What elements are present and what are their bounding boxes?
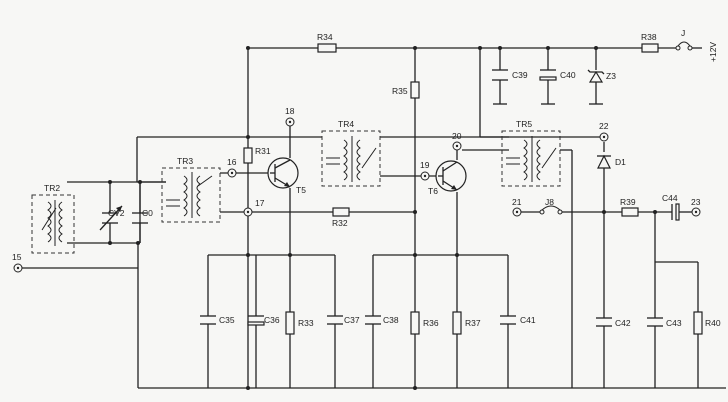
- label-c37: C37: [344, 315, 360, 325]
- label-c42: C42: [615, 318, 631, 328]
- label-c39: C39: [512, 70, 528, 80]
- transformer-tr3: [161, 167, 221, 223]
- label-tr3: TR3: [177, 156, 193, 166]
- label-cv2: CV2: [108, 208, 125, 218]
- r38-body: [641, 43, 659, 53]
- wiring: [22, 47, 726, 389]
- label-t6: T6: [428, 186, 438, 196]
- node-label-16: 16: [227, 157, 237, 167]
- node-label-22: 22: [599, 121, 609, 131]
- r33-body: [285, 311, 295, 335]
- label-r37: R37: [465, 318, 481, 328]
- terminals: [13, 117, 701, 273]
- label-d1: D1: [615, 157, 626, 167]
- r40-body: [693, 311, 703, 335]
- label-r36: R36: [423, 318, 439, 328]
- label-tr5: TR5: [516, 119, 532, 129]
- r34-body: [317, 43, 337, 53]
- label-c40: C40: [560, 70, 576, 80]
- label-c35: C35: [219, 315, 235, 325]
- r36-body: [410, 311, 420, 335]
- r37-body: [452, 311, 462, 335]
- label-c43: C43: [666, 318, 682, 328]
- capacitors: [99, 69, 680, 327]
- transformer-tr2: [31, 194, 75, 254]
- node-labels: 15 16 17 18 19 20 21 22 23: [12, 106, 701, 262]
- r31-body: [243, 147, 253, 164]
- node-label-19: 19: [420, 160, 430, 170]
- label-r32: R32: [332, 218, 348, 228]
- label-r40: R40: [705, 318, 721, 328]
- label-c44: C44: [662, 193, 678, 203]
- node-label-15: 15: [12, 252, 22, 262]
- r32-body: [332, 207, 350, 217]
- label-t5: T5: [296, 185, 306, 195]
- jumpers: [539, 41, 693, 215]
- label-j: J: [681, 28, 685, 38]
- transistor-t5: [267, 157, 299, 189]
- r39-body: [621, 207, 639, 217]
- node-label-23: 23: [691, 197, 701, 207]
- label-tr2: TR2: [44, 183, 60, 193]
- label-j8: J8: [545, 197, 554, 207]
- label-c0: C0: [142, 208, 153, 218]
- label-z3: Z3: [606, 71, 616, 81]
- transformer-tr5: [501, 130, 561, 187]
- junction-dots: [108, 46, 657, 390]
- label-c36: C36: [264, 315, 280, 325]
- node-label-21: 21: [512, 197, 522, 207]
- label-supply: +12V: [708, 42, 718, 62]
- label-c38: C38: [383, 315, 399, 325]
- diode-d1: [597, 154, 611, 169]
- node-label-20: 20: [452, 131, 462, 141]
- label-r31: R31: [255, 146, 271, 156]
- r35-body: [410, 81, 420, 99]
- resistors: [243, 43, 703, 335]
- label-r35: R35: [392, 86, 408, 96]
- label-tr4: TR4: [338, 119, 354, 129]
- component-labels: R34 R35 R38 J +12V C39 C40 Z3 TR2 TR3 TR…: [44, 28, 721, 328]
- transistor-t6: [435, 160, 467, 192]
- label-c41: C41: [520, 315, 536, 325]
- transformer-tr4: [321, 130, 381, 187]
- label-r34: R34: [317, 32, 333, 42]
- node-label-18: 18: [285, 106, 295, 116]
- node-label-17: 17: [255, 198, 265, 208]
- label-r38: R38: [641, 32, 657, 42]
- label-r33: R33: [298, 318, 314, 328]
- label-r39: R39: [620, 197, 636, 207]
